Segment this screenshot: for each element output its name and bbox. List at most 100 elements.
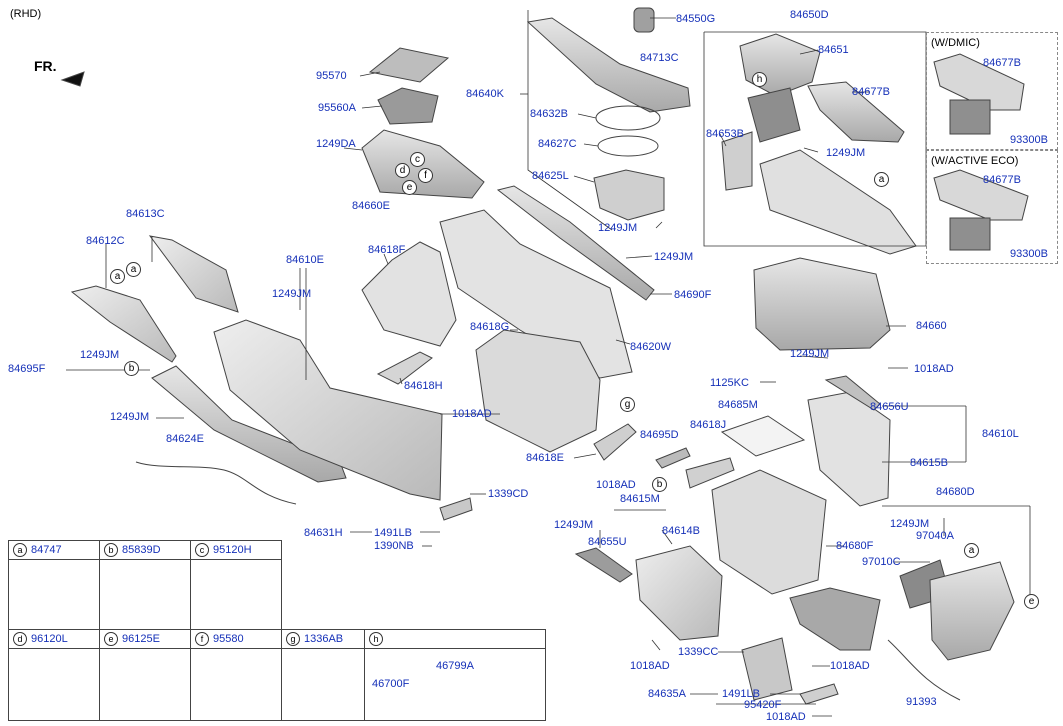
label-95570: 95570 bbox=[316, 70, 347, 82]
label-84677B-dmic: 84677B bbox=[983, 57, 1021, 69]
legend-part: 95580 bbox=[213, 633, 244, 645]
part-84653B-trim bbox=[721, 131, 753, 191]
front-arrow-icon bbox=[60, 71, 85, 87]
part-84656U-strip bbox=[824, 375, 881, 411]
label-1249JM-top: 1249JM bbox=[654, 251, 694, 263]
label-1018AD-mid: 1018AD bbox=[452, 408, 492, 420]
label-1018AD-g: 1018AD bbox=[596, 479, 636, 491]
label-1018AD-last: 1018AD bbox=[766, 711, 806, 723]
part-84695F-strip bbox=[151, 365, 347, 483]
legend-letter: h bbox=[369, 632, 383, 646]
label-84618E: 84618E bbox=[526, 452, 564, 464]
part-84618F-bracket bbox=[361, 241, 457, 347]
callout-f: f bbox=[418, 168, 433, 183]
legend-part: 84747 bbox=[31, 544, 62, 556]
part-84550G-cap bbox=[633, 7, 655, 33]
label-84618J: 84618J bbox=[690, 419, 727, 431]
callout-e: e bbox=[1024, 594, 1039, 609]
label-93300B-eco: 93300B bbox=[1010, 248, 1048, 260]
part-84620W-frame bbox=[439, 209, 633, 379]
label-84651: 84651 bbox=[818, 44, 849, 56]
label-84615B: 84615B bbox=[910, 457, 948, 469]
part-84627C-ring bbox=[597, 135, 659, 157]
part-91393-harness bbox=[887, 639, 961, 701]
label-97010C: 97010C bbox=[862, 556, 901, 568]
label-1018AD-br: 1018AD bbox=[830, 660, 870, 672]
label-84650D: 84650D bbox=[790, 9, 829, 21]
variant-label: (RHD) bbox=[10, 8, 42, 20]
part-84660-armrest bbox=[753, 257, 891, 351]
legend-cell-h: h bbox=[364, 629, 546, 721]
label-84677B-main: 84677B bbox=[852, 86, 890, 98]
label-1249JM-shift: 1249JM bbox=[826, 147, 866, 159]
label-1249JM-b: 1249JM bbox=[80, 349, 120, 361]
label-84656U: 84656U bbox=[870, 401, 909, 413]
callout-c: c bbox=[410, 152, 425, 167]
label-46700F: 46700F bbox=[372, 678, 410, 690]
part-84680D-panel bbox=[929, 561, 1015, 661]
label-84680F: 84680F bbox=[836, 540, 874, 552]
label-84695F: 84695F bbox=[8, 363, 46, 375]
part-95560A-tray bbox=[377, 87, 439, 125]
label-84625L: 84625L bbox=[532, 170, 569, 182]
part-84690F-rail bbox=[496, 185, 655, 301]
legend-letter: c bbox=[195, 543, 209, 557]
part-84618E-clip bbox=[593, 423, 637, 461]
label-1249JM-low: 1249JM bbox=[110, 411, 150, 423]
label-84713C: 84713C bbox=[640, 52, 679, 64]
legend-part: 96120L bbox=[31, 633, 68, 645]
label-84550G: 84550G bbox=[676, 13, 716, 25]
part-84655U-strip bbox=[574, 547, 633, 583]
legend-part: 95120H bbox=[213, 544, 252, 556]
callout-b: b bbox=[124, 361, 139, 376]
variant-dmic-title: (W/DMIC) bbox=[931, 37, 980, 49]
label-1339CC: 1339CC bbox=[678, 646, 719, 658]
label-84685M: 84685M bbox=[718, 399, 758, 411]
leader-lines bbox=[66, 10, 1031, 717]
part-84695D-strip bbox=[655, 447, 691, 469]
label-84655U: 84655U bbox=[588, 536, 627, 548]
label-1249JM-cup: 1249JM bbox=[598, 222, 638, 234]
part-84618J-bracket bbox=[685, 457, 735, 489]
part-84618G-block bbox=[475, 329, 601, 453]
front-label: FR. bbox=[34, 58, 57, 74]
label-1491LB-left: 1491LB bbox=[374, 527, 412, 539]
legend-letter: g bbox=[286, 632, 300, 646]
part-95570-mat bbox=[368, 47, 450, 83]
variant-box-active-eco bbox=[926, 150, 1058, 264]
label-91393: 91393 bbox=[906, 696, 937, 708]
callout-d: d bbox=[395, 163, 410, 178]
label-84690F: 84690F bbox=[674, 289, 712, 301]
part-84610E-panel bbox=[213, 319, 443, 501]
callout-a: a bbox=[964, 543, 979, 558]
part-84685M-mat bbox=[720, 415, 806, 457]
callout-a: a bbox=[874, 172, 889, 187]
label-1249DA: 1249DA bbox=[316, 138, 356, 150]
callout-g: g bbox=[620, 397, 635, 412]
part-84632B-seal bbox=[595, 105, 661, 131]
part-dmic-cover bbox=[933, 53, 1025, 111]
label-1249JM-r: 1249JM bbox=[890, 518, 930, 530]
part-95420F-trim bbox=[799, 683, 839, 705]
label-84618H: 84618H bbox=[404, 380, 443, 392]
label-97040A: 97040A bbox=[916, 530, 954, 542]
label-84632B: 84632B bbox=[530, 108, 568, 120]
label-84624E: 84624E bbox=[166, 433, 204, 445]
label-84680D: 84680D bbox=[936, 486, 975, 498]
label-84660: 84660 bbox=[916, 320, 947, 332]
label-1018AD-bot: 1018AD bbox=[630, 660, 670, 672]
callout-a: a bbox=[110, 269, 125, 284]
legend-letter: e bbox=[104, 632, 118, 646]
legend-letter: a bbox=[13, 543, 27, 557]
part-84680F-bin bbox=[711, 469, 827, 595]
label-84631H: 84631H bbox=[304, 527, 343, 539]
legend-letter: b bbox=[104, 543, 118, 557]
legend-letter: f bbox=[195, 632, 209, 646]
legend-part: 96125E bbox=[122, 633, 160, 645]
label-84618G: 84618G bbox=[470, 321, 510, 333]
